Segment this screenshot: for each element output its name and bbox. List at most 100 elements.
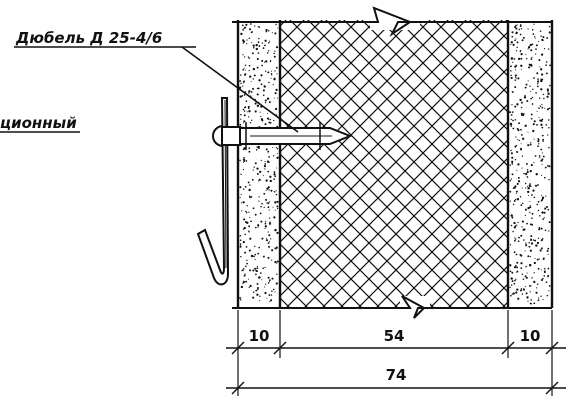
- stipple-dot: [530, 49, 533, 52]
- stipple-dot: [541, 106, 544, 109]
- stipple-dot: [274, 70, 276, 72]
- stipple-dot: [267, 170, 270, 173]
- stipple-dot: [520, 128, 522, 131]
- stipple-dot: [276, 200, 279, 203]
- stipple-dot: [526, 296, 529, 299]
- stipple-dot: [538, 59, 541, 62]
- stipple-dot: [535, 291, 538, 294]
- stipple-dot: [541, 198, 544, 200]
- stipple-dot: [267, 282, 270, 284]
- stipple-dot: [246, 221, 249, 224]
- stipple-dot: [529, 90, 531, 93]
- stipple-dot: [266, 97, 270, 100]
- stipple-dot: [527, 187, 530, 190]
- stipple-dot: [514, 198, 517, 201]
- stipple-dot: [533, 77, 535, 79]
- stipple-dot: [274, 228, 277, 232]
- stipple-dot: [526, 185, 528, 187]
- stipple-dot: [515, 253, 518, 256]
- stipple-dot: [541, 158, 544, 161]
- stipple-dot: [244, 56, 246, 58]
- stipple-dot: [526, 168, 529, 171]
- stipple-dot: [258, 246, 260, 249]
- stipple-dot: [511, 293, 513, 295]
- stipple-dot: [252, 269, 255, 272]
- stipple-dot: [540, 239, 543, 242]
- stipple-dot: [244, 26, 247, 29]
- stipple-dot: [515, 136, 517, 138]
- stipple-dot: [539, 249, 542, 252]
- stipple-dot: [510, 277, 513, 280]
- dimension-left-layer: 10: [249, 327, 270, 345]
- stipple-dot: [251, 41, 253, 44]
- stipple-dot: [514, 86, 517, 89]
- stipple-dot: [521, 220, 524, 223]
- stipple-dot: [517, 77, 520, 80]
- stipple-dot: [511, 111, 514, 113]
- stipple-dot: [528, 245, 530, 248]
- stipple-dot: [545, 281, 548, 284]
- stipple-dot: [244, 106, 247, 109]
- stipple-dot: [248, 110, 251, 113]
- stipple-dot: [242, 168, 245, 171]
- stipple-dot: [510, 114, 513, 116]
- stipple-dot: [526, 57, 528, 60]
- stipple-dot: [515, 76, 517, 78]
- stipple-dot: [528, 184, 531, 187]
- stipple-dot: [520, 288, 523, 290]
- stipple-dot: [517, 221, 519, 224]
- stipple-dot: [258, 45, 261, 47]
- stipple-dot: [262, 47, 265, 49]
- dimension-right-layer: 10: [520, 327, 541, 345]
- stipple-dot: [542, 138, 545, 141]
- stipple-dot: [540, 269, 542, 271]
- stipple-dot: [247, 105, 250, 108]
- stipple-dot: [548, 107, 551, 110]
- stipple-dot: [264, 291, 267, 295]
- stipple-dot: [262, 267, 265, 270]
- stipple-dot: [511, 90, 514, 93]
- stipple-dot: [242, 108, 245, 111]
- stipple-dot: [510, 178, 512, 180]
- stipple-dot: [255, 289, 258, 292]
- stipple-dot: [540, 199, 543, 202]
- stipple-dot: [259, 170, 262, 174]
- stipple-dot: [511, 35, 514, 38]
- stipple-dot: [248, 195, 251, 198]
- stipple-dot: [260, 220, 263, 223]
- stipple-dot: [540, 53, 544, 56]
- stipple-dot: [514, 105, 517, 108]
- stipple-dot: [540, 148, 543, 151]
- stipple-dot: [258, 196, 260, 198]
- stipple-dot: [529, 211, 531, 213]
- stipple-dot: [517, 57, 521, 61]
- stipple-dot: [513, 282, 516, 285]
- layer-boundaries: [236, 20, 554, 308]
- stipple-dot: [255, 269, 258, 272]
- stipple-dot: [268, 280, 271, 282]
- stipple-dot: [268, 121, 270, 124]
- stipple-dot: [257, 25, 259, 28]
- stipple-dot: [522, 288, 526, 291]
- stipple-dot: [538, 228, 541, 231]
- stipple-dot: [248, 37, 251, 40]
- stipple-dot: [544, 271, 546, 274]
- stipple-dot: [546, 108, 549, 111]
- stipple-dot: [545, 64, 547, 66]
- stipple-dot: [515, 24, 517, 27]
- stipple-dot: [534, 36, 536, 38]
- stipple-dot: [515, 64, 517, 67]
- stipple-dot: [272, 155, 275, 157]
- stipple-dot: [239, 159, 241, 162]
- stipple-dot: [539, 105, 542, 108]
- stipple-dot: [516, 261, 519, 264]
- stipple-dot: [524, 182, 527, 185]
- stipple-dot: [515, 27, 518, 30]
- stipple-dot: [519, 98, 522, 102]
- stipple-dot: [533, 302, 536, 305]
- stipple-dot: [536, 258, 539, 261]
- stipple-dot: [524, 285, 526, 287]
- stipple-dot: [547, 134, 549, 136]
- stipple-dot: [265, 30, 268, 33]
- stipple-dot: [514, 237, 516, 239]
